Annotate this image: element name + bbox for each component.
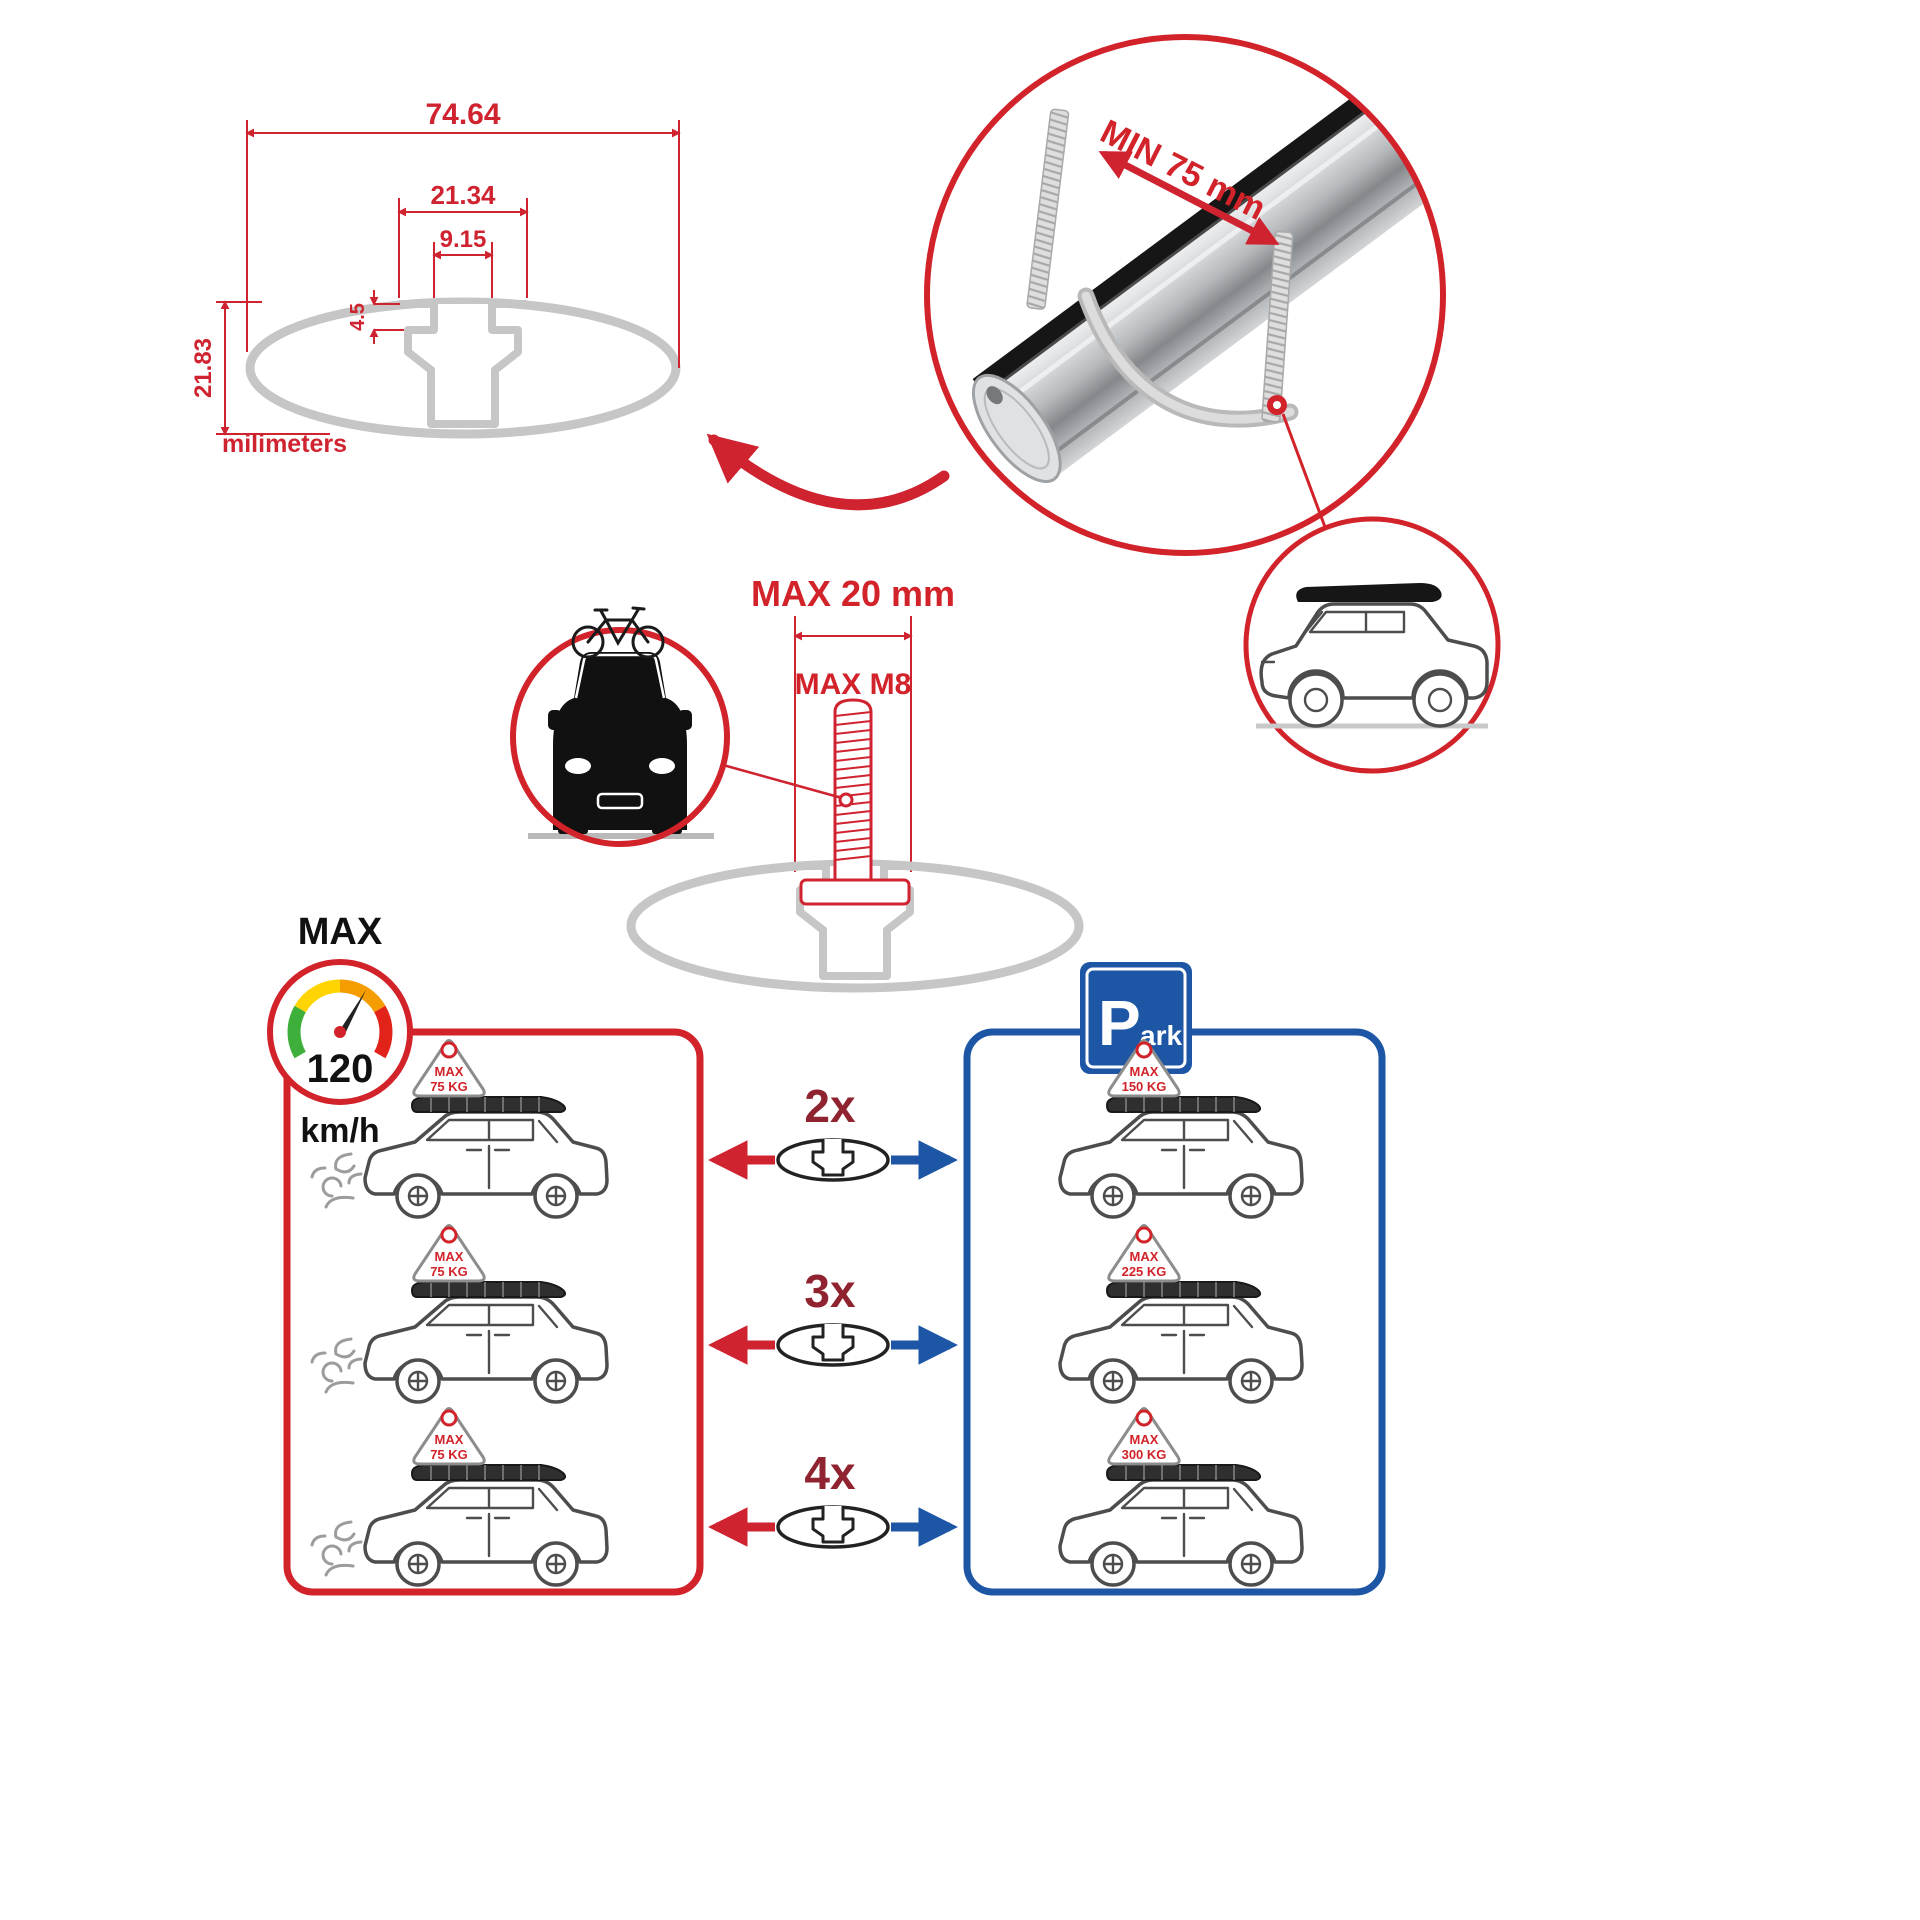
multiplier-label: 2x [804, 1080, 856, 1132]
cross-section-diagram: 74.64 21.34 9.15 4.5 21.83 milimeters [190, 98, 681, 458]
bolt-max-thread-label: MAX M8 [795, 668, 912, 701]
dim-total-width: 74.64 [245, 98, 681, 368]
min-clearance-arrow [1098, 150, 1280, 246]
load-label-line2: 225 KG [1122, 1264, 1167, 1279]
parked-car-2: MAX 225 KG [1058, 1224, 1304, 1404]
dim-total-height-value: 21.83 [190, 338, 217, 398]
load-label-line2: 75 KG [430, 1447, 468, 1462]
gauge-needle [336, 990, 366, 1036]
parked-car-1: MAX 150 KG [1058, 1039, 1304, 1219]
dim-total-height: 21.83 [190, 300, 330, 436]
suv-car-art [1259, 602, 1489, 728]
crossbar-profile-icon [776, 1504, 890, 1549]
threaded-rod-left [1026, 108, 1070, 310]
dim-step-width: 21.34 [397, 180, 529, 298]
t-slot-nut [799, 878, 911, 906]
parked-car-3: MAX 300 KG [1058, 1407, 1304, 1587]
dim-slot-width-value: 9.15 [440, 226, 487, 253]
gauge-max-label: MAX [298, 911, 383, 953]
driving-panel: MAX 75 KG MAX 75 KG MAX 75 KG [310, 1039, 609, 1587]
gauge-hub [334, 1026, 346, 1038]
gauge-value: 120 [307, 1047, 374, 1091]
crossbar-profile-icon [776, 1137, 890, 1182]
car-front-silhouette [548, 652, 692, 834]
parking-panel: MAX 150 KG MAX 225 KG MAX 300 KG [1058, 1039, 1304, 1587]
multiplier-label: 3x [804, 1265, 856, 1317]
load-label-line2: 300 KG [1122, 1447, 1167, 1462]
load-label-line2: 150 KG [1122, 1079, 1167, 1094]
bar-cross-section-outline [245, 297, 681, 439]
gauge-arc-segments [287, 979, 393, 1059]
load-label-line2: 75 KG [430, 1079, 468, 1094]
adapter-row-3: 4x [708, 1447, 958, 1549]
load-label-line1: MAX [1130, 1432, 1159, 1447]
closeup-circle-ring [924, 34, 1446, 556]
driving-car-1: MAX 75 KG [310, 1039, 609, 1219]
roof-box [1296, 583, 1442, 602]
roofbox-car-circle [1243, 516, 1501, 774]
car-front-circle-ring [510, 627, 730, 847]
bolt-diagram: MAX 20 mm MAX M8 [510, 573, 1084, 993]
adapter-rows: 2x 3x 4x [708, 1080, 958, 1549]
adapter-row-1: 2x [708, 1080, 958, 1182]
driving-car-2: MAX 75 KG [310, 1224, 609, 1404]
dim-total-width-value: 74.64 [425, 98, 500, 131]
closeup-to-drawing-arrow [706, 433, 950, 511]
load-label-line1: MAX [435, 1249, 464, 1264]
bolt-max-width-label: MAX 20 mm [751, 573, 955, 614]
bar-closeup-circle: MIN 75 mm [924, 34, 1446, 556]
load-label-line1: MAX [435, 1064, 464, 1079]
driving-car-3: MAX 75 KG [310, 1407, 609, 1587]
threaded-rod-right [1261, 230, 1294, 423]
adapter-row-2: 3x [708, 1265, 958, 1367]
load-label-line2: 75 KG [430, 1264, 468, 1279]
gauge-units: km/h [300, 1112, 379, 1150]
load-label-line1: MAX [1130, 1064, 1159, 1079]
load-label-line1: MAX [1130, 1249, 1159, 1264]
bolt-pointer-dot [838, 792, 854, 808]
units-label: milimeters [222, 430, 347, 458]
bicycle-icon [571, 606, 665, 659]
park-sign-p: P [1098, 987, 1141, 1059]
load-label-line1: MAX [435, 1432, 464, 1447]
dim-lip-depth-value: 4.5 [347, 303, 369, 331]
car-front-circle [510, 606, 730, 847]
mounting-bolt [799, 698, 911, 906]
speed-gauge: MAX 120 km/h [267, 911, 413, 1150]
dim-step-width-value: 21.34 [430, 180, 496, 210]
bolt-pointer-line [722, 763, 843, 800]
crossbar-profile-icon [776, 1322, 890, 1367]
park-sign: P ark [1080, 962, 1192, 1074]
multiplier-label: 4x [804, 1447, 856, 1499]
connector-line-to-car [1281, 413, 1327, 528]
dim-lip-depth: 4.5 [347, 290, 404, 344]
t-slot-profile [399, 300, 527, 428]
dim-slot-width: 9.15 [432, 226, 494, 298]
